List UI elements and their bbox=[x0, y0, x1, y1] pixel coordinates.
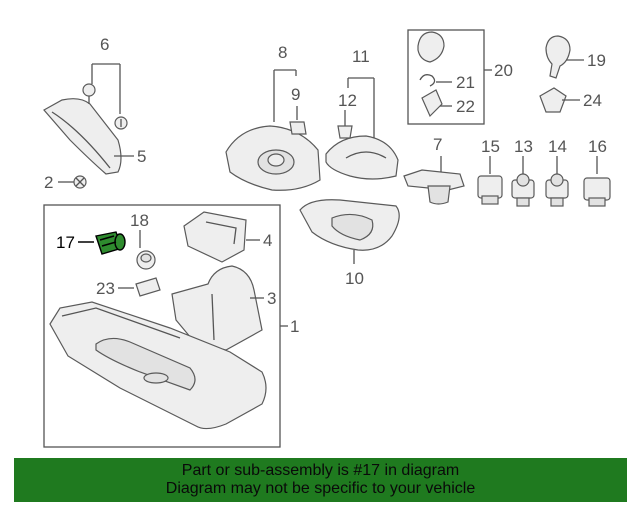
callout-12: 12 bbox=[338, 91, 357, 110]
callout-15: 15 bbox=[481, 137, 500, 156]
callout-17: 17 bbox=[56, 233, 75, 252]
spring-clip-icon bbox=[419, 74, 436, 87]
part-16-switch bbox=[583, 177, 611, 207]
callout-6: 6 bbox=[100, 35, 109, 54]
part-15-switch bbox=[477, 175, 503, 205]
part-20-group-box bbox=[407, 29, 485, 125]
part-4-lid bbox=[183, 211, 247, 263]
callout-11: 11 bbox=[352, 47, 370, 66]
info-banner: Part or sub-assembly is #17 in diagram D… bbox=[14, 458, 627, 502]
insert-icon bbox=[421, 89, 443, 118]
callout-7: 7 bbox=[433, 135, 442, 154]
callout-19: 19 bbox=[587, 51, 606, 70]
callout-16: 16 bbox=[588, 137, 607, 156]
callout-1: 1 bbox=[290, 317, 299, 336]
callout-18: 18 bbox=[130, 211, 149, 230]
callout-13: 13 bbox=[514, 137, 533, 156]
banner-line-1: Part or sub-assembly is #17 in diagram bbox=[181, 462, 460, 479]
callout-2: 2 bbox=[44, 173, 53, 192]
part-24-insert bbox=[539, 87, 567, 113]
shift-knob-icon bbox=[417, 31, 445, 63]
callout-20: 20 bbox=[494, 61, 513, 80]
screw-icon bbox=[73, 175, 87, 189]
callout-4: 4 bbox=[263, 231, 272, 250]
bracket-icon bbox=[289, 121, 307, 135]
part-3-armrest bbox=[171, 265, 263, 351]
callout-8: 8 bbox=[278, 43, 287, 62]
part-17-highlighted bbox=[95, 231, 126, 255]
clip-icon bbox=[82, 83, 128, 130]
part-8-shift-panel bbox=[225, 125, 321, 191]
callout-21: 21 bbox=[456, 73, 475, 92]
callout-5: 5 bbox=[137, 147, 146, 166]
part-18-cap bbox=[136, 250, 156, 270]
callout-3: 3 bbox=[267, 289, 276, 308]
clip-icon bbox=[337, 125, 353, 139]
callout-22: 22 bbox=[456, 97, 475, 116]
part-1-console bbox=[49, 301, 267, 430]
part-13-switch bbox=[511, 173, 535, 207]
callout-9: 9 bbox=[291, 85, 300, 104]
part-14-switch bbox=[545, 173, 569, 207]
part-10-shift-surround bbox=[299, 199, 400, 251]
part-7-cup-holder bbox=[403, 169, 465, 205]
callout-14: 14 bbox=[548, 137, 567, 156]
parts-diagram: 6 5 2 8 9 11 12 20 21 22 bbox=[43, 29, 611, 448]
part-5-trim-panel bbox=[43, 98, 122, 175]
banner-line-2: Diagram may not be specific to your vehi… bbox=[165, 480, 476, 497]
part-23-bracket bbox=[135, 277, 161, 297]
callout-23: 23 bbox=[96, 279, 115, 298]
callout-24: 24 bbox=[583, 91, 602, 110]
part-11-shift-panel bbox=[325, 135, 399, 180]
part-19-shift-knob bbox=[545, 35, 571, 79]
callout-10: 10 bbox=[345, 269, 364, 288]
